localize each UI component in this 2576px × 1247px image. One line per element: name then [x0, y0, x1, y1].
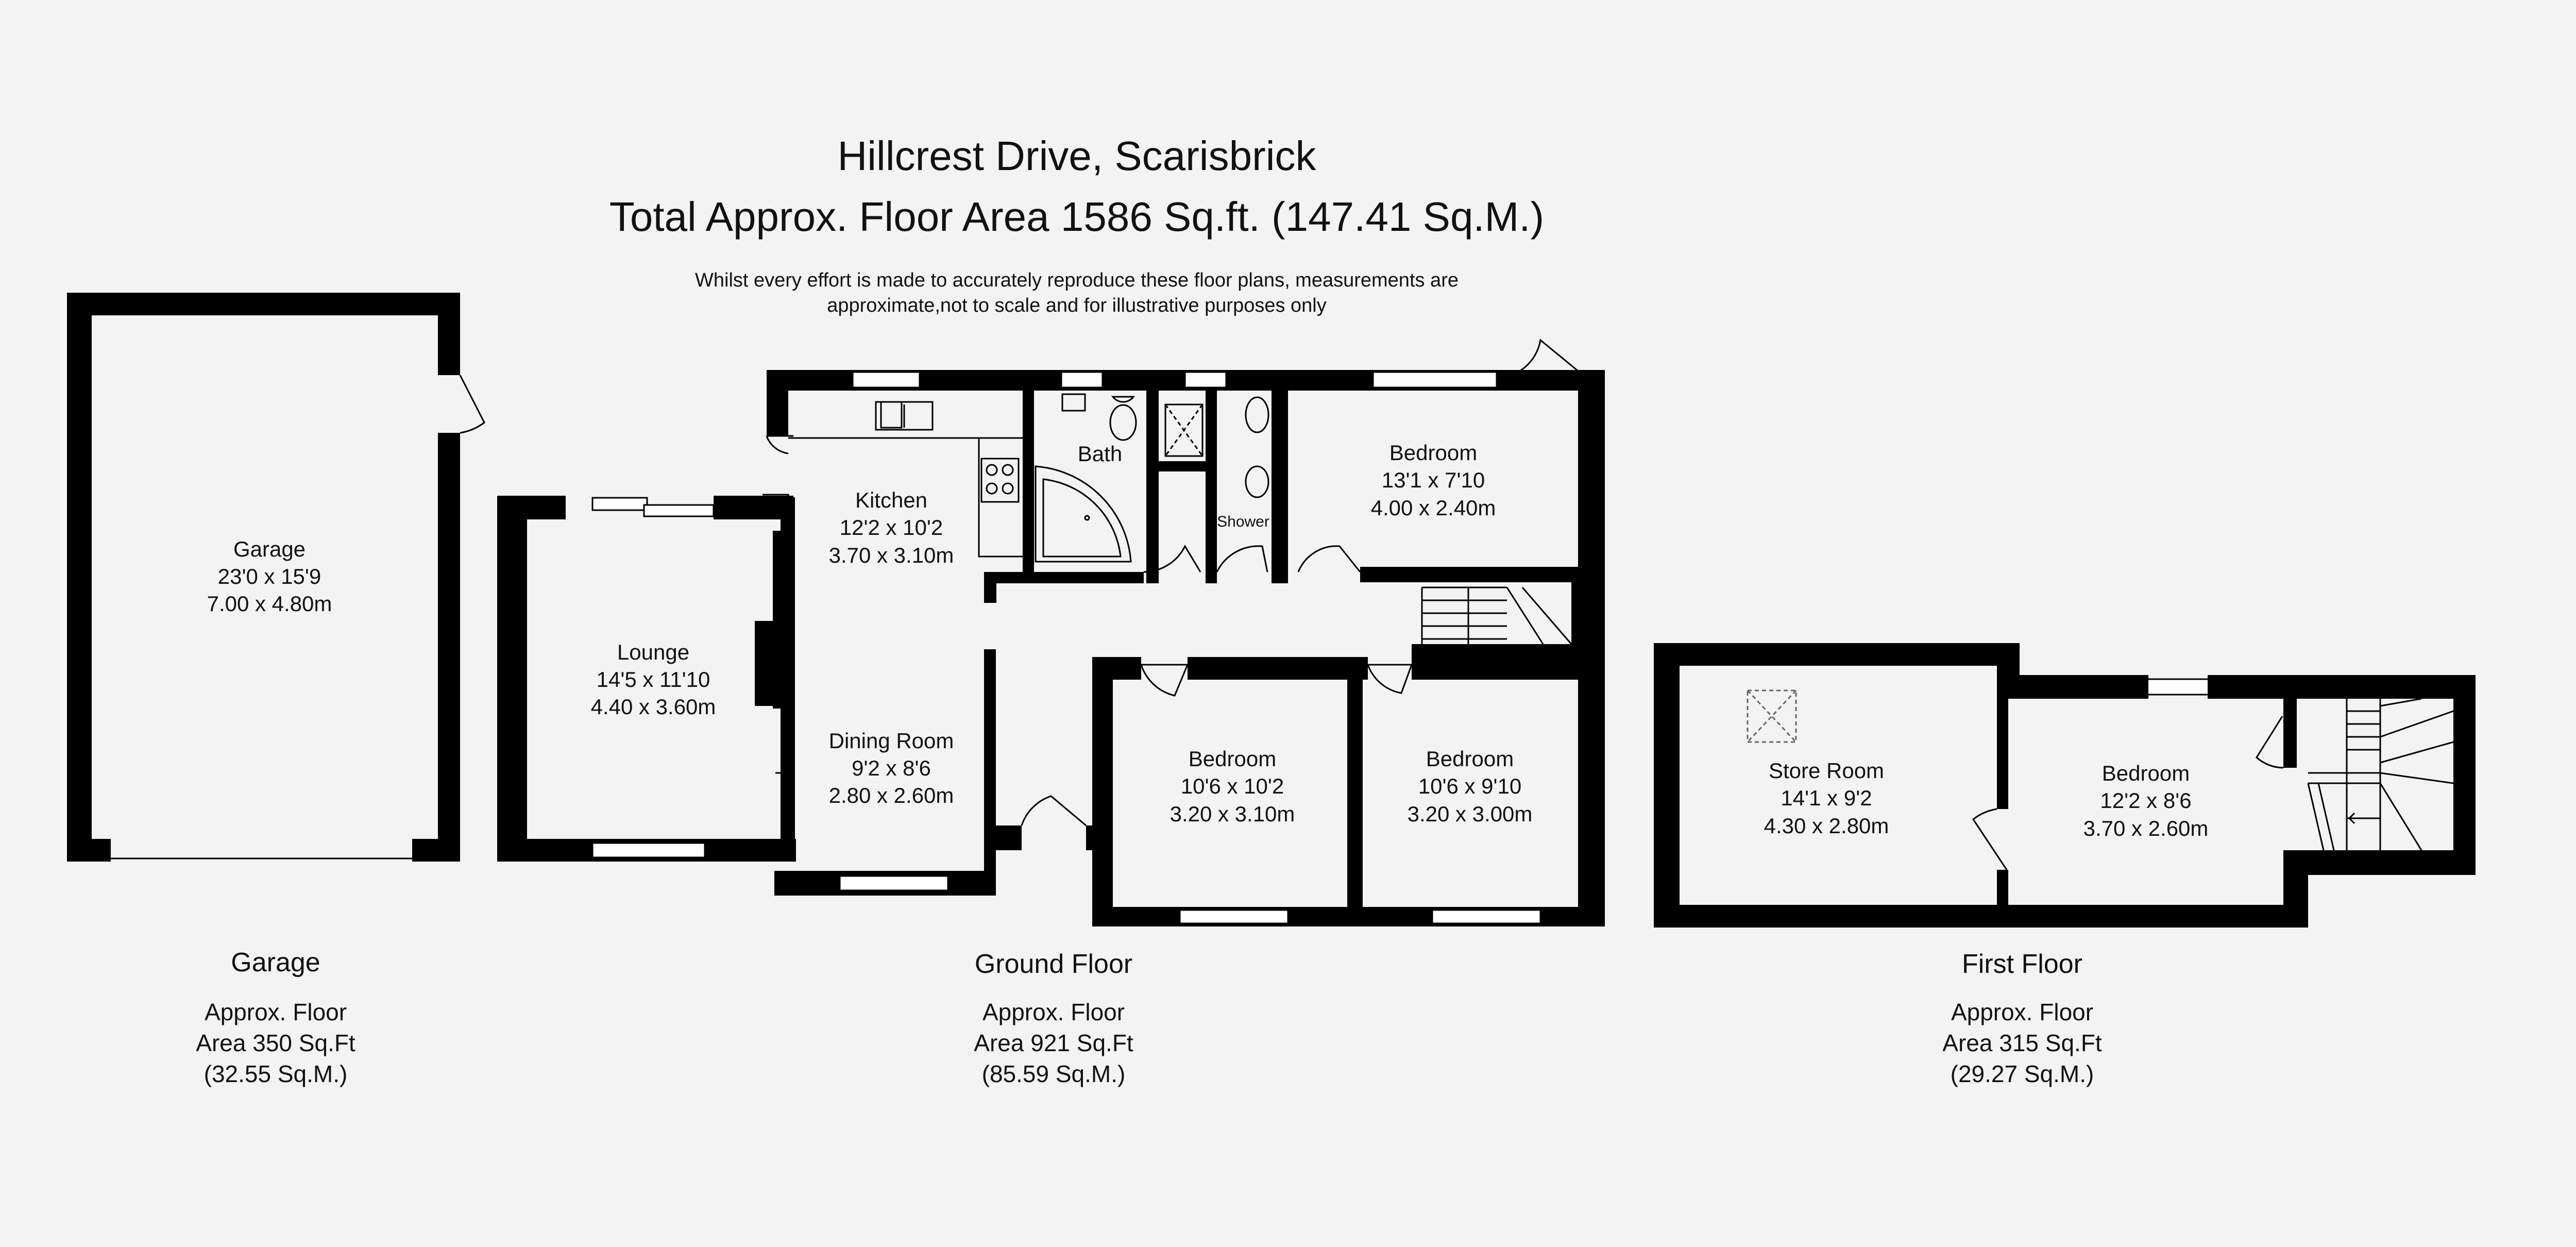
ground-stairs [1421, 586, 1572, 645]
disclaimer-line-1: Whilst every effort is made to accuratel… [695, 269, 1459, 291]
rear-bedroom-size-metric: 4.00 x 2.40m [1371, 496, 1496, 520]
first-floor-stairs [2307, 698, 2454, 851]
floor-area-ground-1: Approx. Floor [982, 999, 1125, 1025]
windows [591, 371, 2211, 924]
shower-name: Shower [1217, 513, 1269, 530]
bedroom-left-size-imperial: 10'6 x 10'2 [1181, 774, 1284, 798]
kitchen-door [766, 435, 793, 454]
garage-size-imperial: 23'0 x 15'9 [218, 564, 321, 588]
first-floor-plan [1654, 643, 2476, 928]
bedroom-right-size-imperial: 10'6 x 9'10 [1418, 774, 1522, 798]
floor-area-garage-2: Area 350 Sq.Ft [196, 1030, 355, 1056]
bath-door [1143, 544, 1201, 573]
bedroom-left-door [1140, 664, 1189, 697]
dining-room-name: Dining Room [829, 729, 954, 753]
doors [762, 339, 1579, 827]
bedroom-right-size-metric: 3.20 x 3.00m [1408, 802, 1533, 826]
first-bedroom-size-imperial: 12'2 x 8'6 [2100, 788, 2191, 813]
floor-label-first: First Floor [1962, 949, 2082, 979]
room-labels: Kitchen 12'2 x 10'2 3.70 x 3.10m Bath Sh… [591, 441, 2209, 840]
rear-bedroom-door [1297, 545, 1361, 572]
first-bedroom-name: Bedroom [2102, 761, 2190, 785]
property-title: Hillcrest Drive, Scarisbrick [838, 133, 1317, 179]
lounge-name: Lounge [617, 640, 689, 664]
store-room-size-metric: 4.30 x 2.80m [1764, 814, 1889, 838]
garage-plan: Garage 23'0 x 15'9 7.00 x 4.80m [67, 293, 485, 862]
rear-external-door [1519, 339, 1579, 372]
store-room-size-imperial: 14'1 x 9'2 [1781, 786, 1872, 810]
lounge-size-metric: 4.40 x 3.60m [591, 695, 716, 719]
bedroom-right-door [1367, 664, 1413, 694]
first-bedroom-size-metric: 3.70 x 2.60m [2083, 816, 2209, 840]
bedroom-left-name: Bedroom [1189, 747, 1276, 771]
kitchen-name: Kitchen [855, 488, 927, 512]
kitchen-size-metric: 3.70 x 3.10m [829, 543, 954, 567]
total-floor-area: Total Approx. Floor Area 1586 Sq.ft. (14… [609, 194, 1544, 240]
garage-side-door [459, 375, 485, 434]
rear-bedroom-name: Bedroom [1389, 441, 1477, 465]
garage-size-metric: 7.00 x 4.80m [207, 592, 332, 616]
kitchen-size-imperial: 12'2 x 10'2 [840, 515, 943, 540]
floor-area-garage-3: (32.55 Sq.M.) [204, 1060, 348, 1087]
dining-room-size-metric: 2.80 x 2.60m [829, 783, 954, 807]
floor-area-first-1: Approx. Floor [1951, 999, 2093, 1025]
skylight-icon [1747, 689, 1797, 743]
floor-captions: Garage Approx. Floor Area 350 Sq.Ft (32.… [196, 948, 2102, 1087]
front-door [1021, 795, 1087, 827]
floor-label-garage: Garage [231, 948, 320, 978]
floor-area-ground-3: (85.59 Sq.M.) [982, 1060, 1126, 1087]
garage-name: Garage [233, 537, 306, 561]
disclaimer-line-2: approximate,not to scale and for illustr… [827, 295, 1327, 316]
bedroom-right-name: Bedroom [1426, 747, 1514, 771]
plan-header: Hillcrest Drive, Scarisbrick Total Appro… [609, 133, 1544, 316]
floor-area-garage-1: Approx. Floor [205, 999, 347, 1025]
floor-area-ground-2: Area 921 Sq.Ft [974, 1030, 1133, 1056]
floor-area-first-2: Area 315 Sq.Ft [1942, 1030, 2102, 1056]
store-room-name: Store Room [1769, 759, 1884, 783]
bath-name: Bath [1078, 442, 1122, 466]
first-bedroom-door [2256, 716, 2284, 769]
lounge-door [762, 494, 790, 521]
floor-area-first-3: (29.27 Sq.M.) [1951, 1060, 2094, 1087]
store-room-door [1972, 808, 2008, 870]
shower-door [1216, 545, 1268, 572]
dining-room-size-imperial: 9'2 x 8'6 [852, 756, 931, 780]
fixtures [775, 393, 1572, 774]
lounge-size-imperial: 14'5 x 11'10 [597, 667, 710, 692]
floor-label-ground: Ground Floor [975, 949, 1132, 979]
bedroom-left-size-metric: 3.20 x 3.10m [1170, 802, 1295, 826]
rear-bedroom-size-imperial: 13'1 x 7'10 [1382, 468, 1485, 492]
